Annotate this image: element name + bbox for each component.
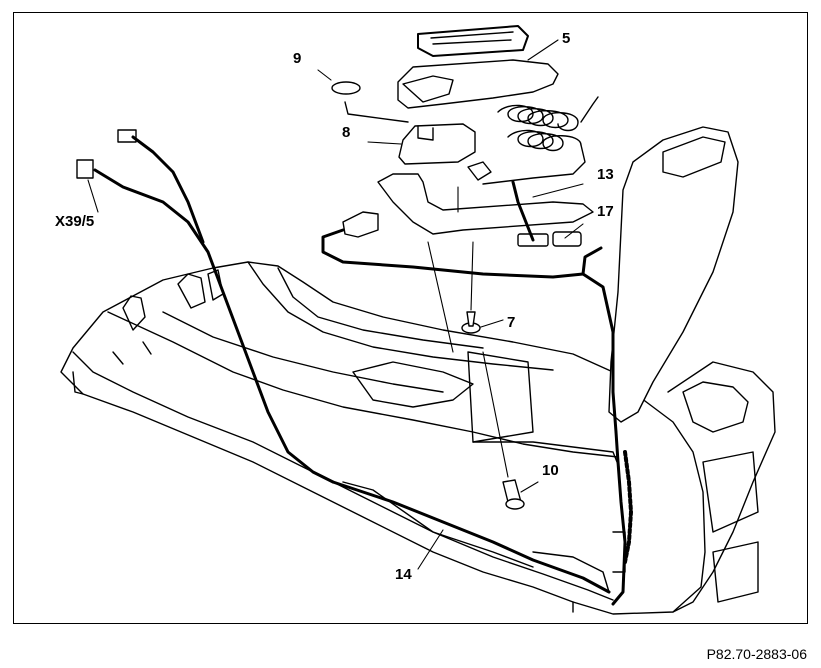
callout-x39-5: X39/5	[55, 213, 95, 230]
armrest	[608, 126, 776, 613]
part-17-connectors	[517, 231, 582, 247]
cable-clip-strip	[623, 450, 633, 564]
part-7-screw	[461, 311, 481, 334]
wiring-harness	[93, 135, 627, 606]
figure-reference: P82.70-2883-06	[706, 646, 807, 662]
callout-8: 8	[342, 124, 351, 141]
coiled-cable	[482, 96, 599, 185]
phone-cradle	[397, 25, 559, 109]
callout-7: 7	[507, 314, 516, 331]
part-10-screw	[502, 479, 525, 510]
callout-9: 9	[293, 50, 302, 67]
callout-13: 13	[597, 166, 614, 183]
callout-5: 5	[562, 30, 571, 47]
callout-14: 14	[395, 566, 412, 583]
exploded-view-drawing	[60, 25, 776, 615]
callout-17: 17	[597, 203, 614, 220]
part-13-bracket	[342, 161, 594, 238]
center-console	[60, 261, 706, 615]
part-8-module	[344, 101, 476, 165]
part-9-cap	[331, 81, 361, 95]
x39-5-connectors	[76, 129, 137, 179]
leader-lines	[87, 39, 584, 570]
callout-10: 10	[542, 462, 559, 479]
